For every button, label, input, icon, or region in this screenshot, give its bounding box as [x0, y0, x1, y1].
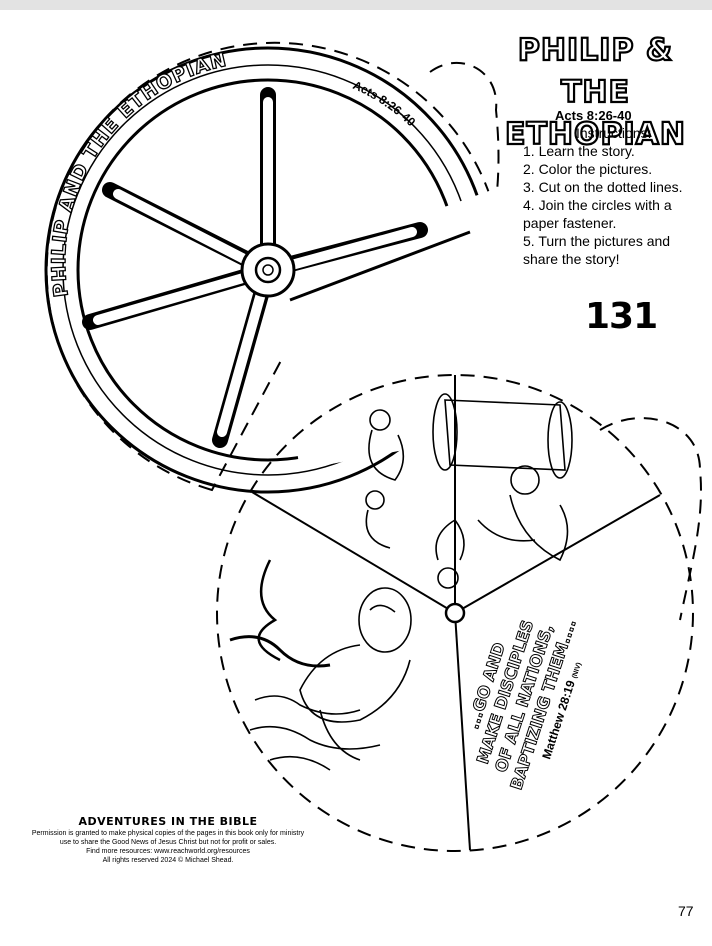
- resources-text: Find more resources: www.reachworld.org/…: [86, 848, 250, 855]
- instructions-list: 1. Learn the story. 2. Color the picture…: [523, 142, 703, 268]
- top-edge-bar: [0, 0, 712, 10]
- chariot-scene-illustration: [365, 393, 573, 589]
- instruction-step: 1. Learn the story.: [523, 143, 635, 159]
- rights-text: All rights reserved 2024 © Michael Shead…: [102, 857, 234, 864]
- instructions-heading: Instructions:: [576, 125, 652, 141]
- verse-version: (NIV): [571, 661, 584, 680]
- top-wheel-arc-title: PHILIP AND THE ETHOPIAN: [48, 49, 229, 299]
- baptism-scene-illustration: [229, 559, 412, 771]
- brand-name: ADVENTURES IN THE BIBLE: [78, 815, 258, 828]
- instruction-step: 5. Turn the pictures and share the story…: [523, 233, 671, 267]
- bottom-wheel-cut-line: [216, 374, 694, 852]
- bottom-wheel-tab-cut-line: [599, 417, 702, 621]
- instruction-step: 3. Cut on the dotted lines.: [523, 179, 683, 195]
- footer: ADVENTURES IN THE BIBLE Permission is gr…: [28, 815, 308, 865]
- permission-text: Permission is granted to make physical c…: [31, 830, 305, 846]
- activity-number: 131: [585, 296, 658, 337]
- instruction-step: 4. Join the circles with a paper fastene…: [523, 197, 672, 231]
- bottom-wheel-hub: [444, 602, 466, 624]
- scripture-reference: Acts 8:26-40: [555, 108, 632, 123]
- page-title: PHILIP & THE ETHOPIAN: [504, 32, 687, 153]
- instruction-step: 2. Color the pictures.: [523, 161, 653, 177]
- page-number: 77: [678, 903, 694, 919]
